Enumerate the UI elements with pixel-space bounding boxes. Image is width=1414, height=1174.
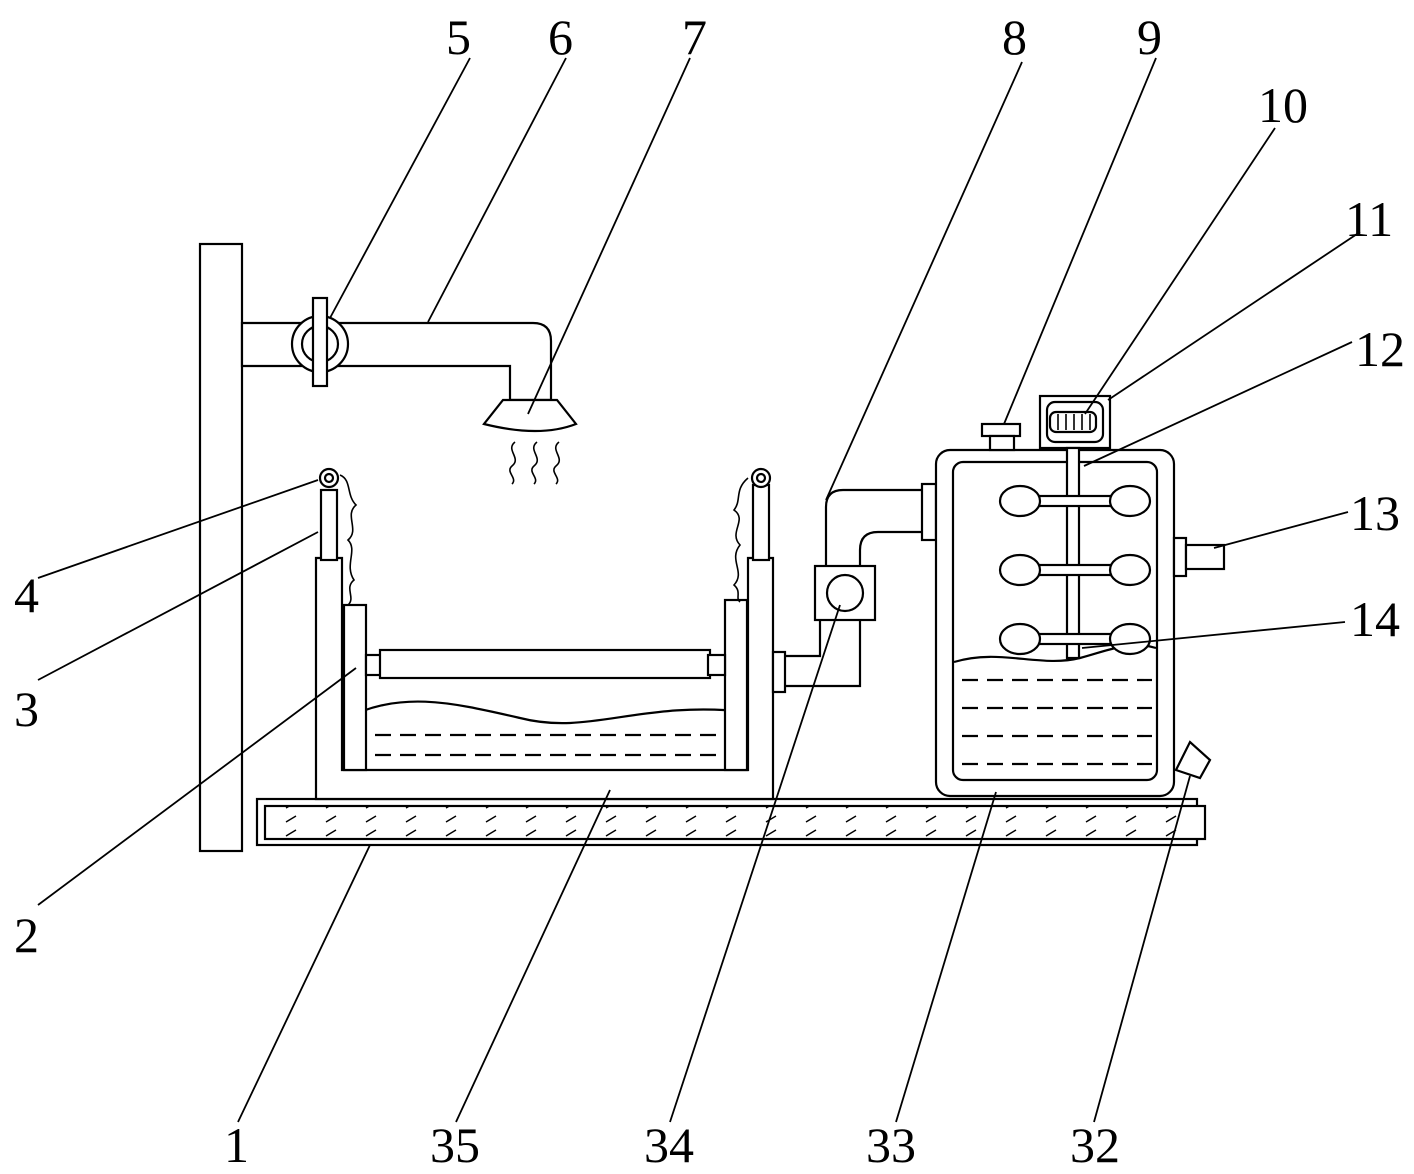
label-6: 6 [548,9,573,65]
label-9: 9 [1137,9,1162,65]
roller-bar [364,648,727,680]
label-13: 13 [1350,485,1400,541]
mixing-tank [934,448,1176,798]
leader-lines [37,57,1361,1123]
label-33: 33 [866,1117,916,1173]
spray-head [482,398,578,485]
right-lift-rod [732,467,772,603]
stirring-shaft [998,446,1152,660]
label-5: 5 [446,9,471,65]
spray-pipe [240,296,553,402]
base-plate [255,797,1207,847]
label-2: 2 [14,907,39,963]
left-lift-rod [318,467,358,606]
label-4: 4 [14,567,39,623]
label-11: 11 [1345,191,1393,247]
label-8: 8 [1002,9,1027,65]
label-1: 1 [224,1117,249,1173]
pump-pipe [771,482,938,694]
label-12: 12 [1355,321,1405,377]
outer-tank [314,556,775,801]
label-14: 14 [1350,591,1400,647]
tank-inlet-cap [980,422,1022,452]
label-35: 35 [430,1117,480,1173]
outlet-pipe [1172,536,1226,578]
label-3: 3 [14,681,39,737]
wall-plate [198,242,244,853]
label-32: 32 [1070,1117,1120,1173]
reference-labels: 5 6 7 8 9 10 11 12 13 14 4 3 2 1 35 34 3… [14,9,1405,1173]
label-34: 34 [644,1117,694,1173]
label-7: 7 [682,9,707,65]
label-10: 10 [1258,77,1308,133]
motor [1038,394,1112,450]
left-inner-post [342,603,368,772]
right-inner-post [723,598,749,772]
drain-valve [1174,740,1212,780]
inner-tank-liquid [341,700,749,757]
